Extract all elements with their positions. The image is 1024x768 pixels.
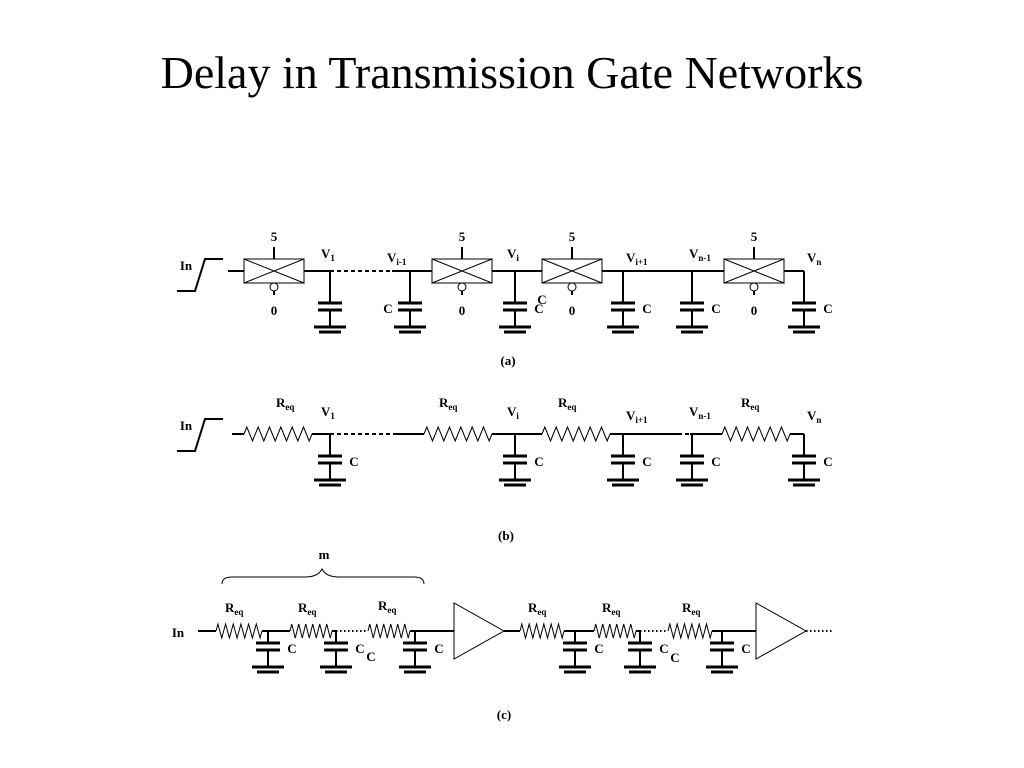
capacitor-label: C bbox=[383, 301, 392, 316]
transmission-gate bbox=[752, 258, 785, 284]
caption-a: (a) bbox=[500, 353, 515, 368]
resistor bbox=[243, 425, 313, 443]
transmission-gate bbox=[460, 258, 493, 284]
resistor-label: Req bbox=[276, 395, 294, 412]
resistor bbox=[541, 425, 611, 443]
resistor-label: Req bbox=[741, 395, 759, 412]
capacitor-label: C bbox=[642, 454, 651, 469]
inverter-bubble bbox=[749, 282, 759, 292]
inverter-bubble bbox=[269, 282, 279, 292]
node-label: V1 bbox=[321, 404, 335, 421]
resistor-label: Req bbox=[439, 395, 457, 412]
gate-control-label: 0 bbox=[459, 303, 466, 318]
capacitor-label: C bbox=[711, 301, 720, 316]
resistor-label: Req bbox=[682, 600, 700, 617]
gate-control-label: 0 bbox=[751, 303, 758, 318]
resistor bbox=[593, 623, 637, 639]
resistor-label: Req bbox=[298, 600, 316, 617]
capacitor-label: C bbox=[434, 641, 443, 656]
capacitor-label: C bbox=[534, 301, 543, 316]
capacitor-label: C bbox=[642, 301, 651, 316]
capacitor-label: C bbox=[711, 454, 720, 469]
gate-control-label: 0 bbox=[569, 303, 576, 318]
transmission-gate bbox=[570, 258, 603, 284]
buffer bbox=[755, 602, 808, 660]
brace-label: m bbox=[319, 547, 330, 562]
resistor bbox=[519, 622, 565, 640]
transmission-gate bbox=[243, 258, 276, 284]
inverter-bubble bbox=[457, 282, 467, 292]
node-label: Vn bbox=[807, 250, 821, 267]
node-label: Vi bbox=[507, 246, 519, 263]
transmission-gate bbox=[723, 258, 756, 284]
resistor-label: Req bbox=[528, 600, 546, 617]
gate-control-label: 5 bbox=[569, 229, 576, 244]
inverter-bubble bbox=[567, 282, 577, 292]
node-label: Vi+1 bbox=[626, 408, 648, 425]
capacitor-label: C bbox=[355, 641, 364, 656]
page-title: Delay in Transmission Gate Networks bbox=[160, 47, 864, 98]
resistor-label: Req bbox=[558, 395, 576, 412]
capacitor-label: C bbox=[659, 641, 668, 656]
capacitor-label: C bbox=[537, 292, 546, 307]
gate-control-label: 5 bbox=[751, 229, 758, 244]
resistor-label: Req bbox=[602, 600, 620, 617]
transmission-gate bbox=[272, 258, 305, 284]
capacitor-label: C bbox=[594, 641, 603, 656]
transmission-gate bbox=[431, 258, 464, 284]
input-step-signal bbox=[177, 258, 223, 292]
caption-c: (c) bbox=[497, 707, 511, 722]
gate-control-label: 0 bbox=[271, 303, 278, 318]
node-label: V1 bbox=[321, 246, 335, 263]
resistor bbox=[721, 425, 791, 443]
resistor-label: Req bbox=[378, 598, 396, 615]
capacitor-label: C bbox=[670, 650, 679, 665]
capacitor-label: C bbox=[287, 641, 296, 656]
resistor bbox=[667, 622, 713, 640]
brace-icon bbox=[221, 567, 425, 585]
capacitor-label: C bbox=[534, 454, 543, 469]
input-label: In bbox=[180, 258, 193, 273]
node-label: Vi+1 bbox=[626, 250, 648, 267]
gate-control-label: 5 bbox=[459, 229, 466, 244]
caption-b: (b) bbox=[498, 528, 514, 543]
gate-control-label: 5 bbox=[271, 229, 278, 244]
node-label: Vi-1 bbox=[387, 250, 407, 267]
node-label: Vn-1 bbox=[689, 246, 711, 263]
capacitor-label: C bbox=[823, 454, 832, 469]
resistor-label: Req bbox=[225, 600, 243, 617]
node-label: Vi bbox=[507, 404, 519, 421]
capacitor-label: C bbox=[366, 649, 375, 664]
resistor bbox=[423, 425, 493, 443]
input-step-signal bbox=[177, 418, 223, 452]
node-label: Vn-1 bbox=[689, 404, 711, 421]
capacitor-label: C bbox=[349, 454, 358, 469]
capacitor-label: C bbox=[823, 301, 832, 316]
input-label: In bbox=[180, 418, 193, 433]
capacitor-label: C bbox=[741, 641, 750, 656]
resistor bbox=[289, 623, 333, 639]
node-label: Vn bbox=[807, 408, 821, 425]
input-label: In bbox=[172, 625, 185, 640]
transmission-gate bbox=[541, 258, 574, 284]
buffer bbox=[453, 602, 506, 660]
resistor bbox=[367, 623, 411, 639]
resistor bbox=[215, 622, 263, 640]
